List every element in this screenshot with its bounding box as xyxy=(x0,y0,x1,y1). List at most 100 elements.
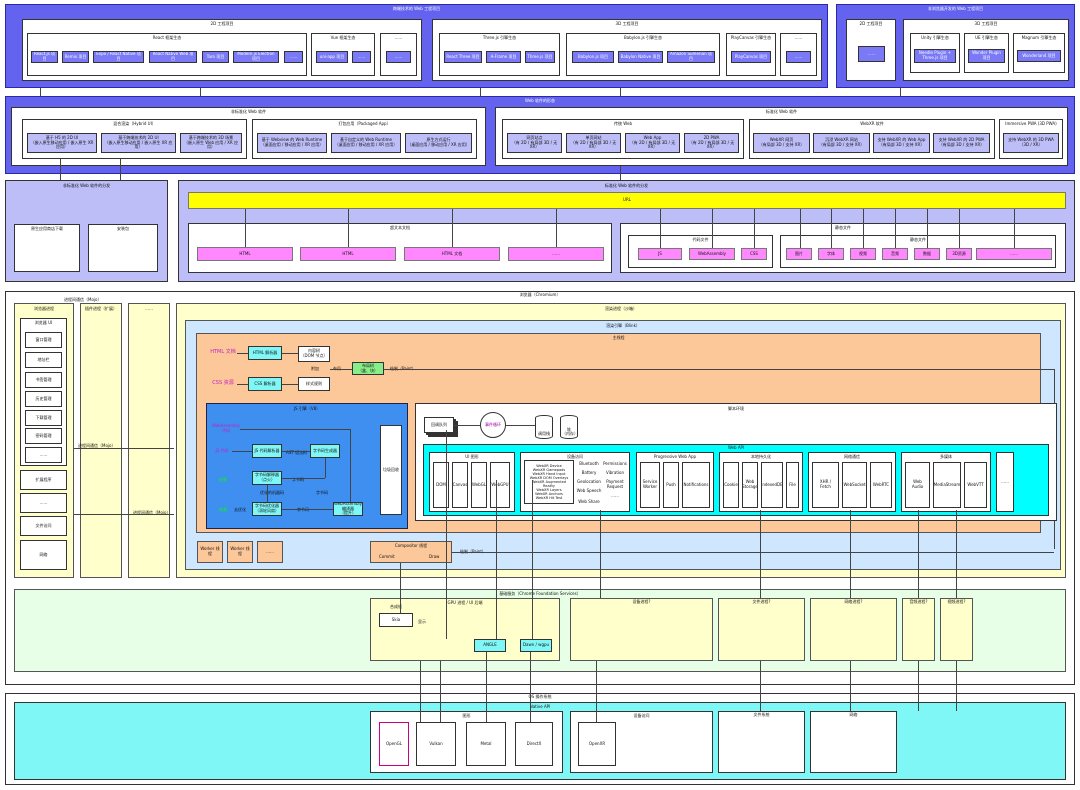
device-process[interactable]: 设备进程? xyxy=(570,598,713,661)
graphics-api[interactable]: Vulkan xyxy=(416,722,456,766)
device-api[interactable]: …… xyxy=(611,493,619,498)
more-web-api[interactable]: …… xyxy=(996,452,1014,512)
device-api[interactable]: Web Share xyxy=(578,499,600,504)
file-process[interactable]: 文件进程? xyxy=(718,598,805,661)
hybrid-item[interactable]: 基于跨端技术的 2D UI （嵌入原生移动应用 / 嵌入原生 XR 应用） xyxy=(101,133,176,153)
html-parser[interactable]: HTML 解析器 xyxy=(248,346,282,360)
packaged-item[interactable]: 原生方式运行 （桌面应用 / 移动应用 / XR 应用） xyxy=(405,133,472,153)
three-item[interactable]: React Three 项目 xyxy=(444,51,482,63)
device-api[interactable]: Geolocation xyxy=(577,479,601,484)
code-file-wasm[interactable]: WebAssembly xyxy=(689,248,735,260)
code-file-js[interactable]: JS xyxy=(638,248,682,260)
react-item[interactable]: Expo / React Native 项目 xyxy=(93,51,144,63)
babylon-item[interactable]: Babylon.js 项目 xyxy=(572,51,614,63)
browser-ui-item[interactable]: 密码管理 xyxy=(25,428,62,444)
device-api[interactable]: Battery xyxy=(581,470,597,475)
browser-ui-item[interactable]: 下载管理 xyxy=(25,410,62,426)
app-store-download[interactable]: 原生应用商店下载 xyxy=(14,224,80,272)
installer-package[interactable]: 安装包 xyxy=(88,224,158,272)
network-item[interactable]: 网络 xyxy=(20,540,67,570)
angle[interactable]: ANGLE xyxy=(474,639,506,652)
three-item[interactable]: Three.js 项目 xyxy=(525,51,555,63)
device-api[interactable]: Payment Request xyxy=(606,479,624,489)
device-api[interactable]: Bluetooth xyxy=(579,461,599,466)
hypertext-item[interactable]: …… xyxy=(508,247,604,261)
media-api-item[interactable]: MediaStream xyxy=(933,462,961,508)
unity-item[interactable]: Needle Plugin + Three.js 项目 xyxy=(914,49,956,63)
hypertext-item[interactable]: HTML 文档 xyxy=(404,247,500,261)
storage-api-item[interactable]: Cookie xyxy=(723,462,739,508)
media-api-item[interactable]: WebVTT xyxy=(964,462,987,508)
react-item[interactable]: Modern.js Electron 项目 xyxy=(233,51,279,63)
webxr-item[interactable]: WebXR 网页 （有局部 3D / 支持 XR） xyxy=(753,133,810,153)
react-item[interactable]: Taro 项目 xyxy=(202,51,229,63)
ui-api-item[interactable]: WebGL xyxy=(471,462,487,508)
resource-item[interactable]: 字体 xyxy=(818,248,844,260)
react-item[interactable]: React.js 项目 xyxy=(31,51,58,63)
worker-thread[interactable]: Worker 线程 xyxy=(197,541,223,563)
hybrid-item[interactable]: 基于跨端技术的 3D 场景 （嵌入原生 Web 应用 / XR 应用） xyxy=(180,133,242,153)
media-api-item[interactable]: Web Audio xyxy=(905,462,930,508)
garbage-collector[interactable]: 垃圾回收 xyxy=(380,425,402,515)
bytecode-interpreter[interactable]: 字节码解释器 （点火） xyxy=(252,471,282,485)
react-item[interactable]: …… xyxy=(284,51,303,63)
immersive-pwa-item[interactable]: 支持 WebXR 的 3D PWA （3D / XR） xyxy=(1003,133,1059,153)
net-api-item[interactable]: WebRTC xyxy=(870,462,892,508)
traditional-web-item[interactable]: 2D PWA （有 2D / 有局部 3D / 无 XR） xyxy=(684,133,739,153)
url-bar[interactable]: URL xyxy=(188,192,1066,209)
hybrid-item[interactable]: 基于 H5 的 2D UI （嵌入原生移动应用 / 嵌入原生 XR 应用） xyxy=(27,133,97,153)
nb-2d-item[interactable]: …… xyxy=(858,46,885,62)
vue-item[interactable]: uni-app 项目 xyxy=(316,51,348,63)
bytecode-optimizer[interactable]: 字节码优化器 （涡轮风扇） xyxy=(252,502,282,516)
graphics-api[interactable]: DirectX xyxy=(515,722,553,766)
device-api[interactable]: Permissions xyxy=(603,461,627,466)
event-loop[interactable]: 事件循环 xyxy=(480,412,506,438)
graphics-api[interactable]: OpenGL xyxy=(379,722,409,766)
packaged-item[interactable]: 基于 Webview 的 Web Runtime （桌面应用 / 移动应用 / … xyxy=(257,133,327,153)
browser-ui-item[interactable]: 书签管理 xyxy=(25,372,62,388)
resource-item[interactable]: 数据 xyxy=(914,248,940,260)
pwa-api-item[interactable]: Service Worker xyxy=(640,462,660,508)
wasm-compiler[interactable]: WebAssembly 编译器 （提升） xyxy=(333,502,363,516)
magnum-item[interactable]: Wonderland 项目 xyxy=(1017,50,1061,62)
dawn-wgpu[interactable]: Dawn / wgpu xyxy=(520,639,552,652)
os-network[interactable]: 网络 xyxy=(810,711,897,773)
resource-item[interactable]: 音频 xyxy=(882,248,908,260)
net-api-item[interactable]: WebSocket xyxy=(842,462,867,508)
pwa-api-item[interactable]: Push xyxy=(663,462,679,508)
code-file-css[interactable]: CSS xyxy=(741,248,767,260)
webxr-item[interactable]: 沉浸 WebXR 网站 （有局部 3D / 支持 XR） xyxy=(813,133,870,153)
traditional-web-item[interactable]: Web App （有 2D / 有局部 3D / 无 XR） xyxy=(625,133,680,153)
more-2d-item[interactable]: …… xyxy=(386,51,411,63)
ui-api-item[interactable]: WebGPU xyxy=(490,462,510,508)
bytecode-generator[interactable]: 字节码生成器 xyxy=(310,444,340,458)
react-item[interactable]: Remix 项目 xyxy=(62,51,89,63)
browser-ui-item[interactable]: …… xyxy=(25,447,62,463)
worker-thread[interactable]: …… xyxy=(257,541,283,563)
css-parser[interactable]: CSS 解析器 xyxy=(248,377,282,391)
worker-thread[interactable]: Worker 线程 xyxy=(227,541,253,563)
device-api[interactable]: Vibration xyxy=(605,470,625,475)
storage-api-item[interactable]: Web Storage xyxy=(742,462,758,508)
skia[interactable]: Skia xyxy=(379,613,413,627)
browser-more-item[interactable]: …… xyxy=(20,493,67,513)
playcanvas-item[interactable]: PlayCanvas 项目 xyxy=(731,51,771,63)
packaged-item[interactable]: 基于自定义的 Web Runtime （桌面应用 / 移动应用 / XR 应用） xyxy=(331,133,401,153)
traditional-web-item[interactable]: 网页站点 （有 2D / 有局部 3D / 无 XR） xyxy=(507,133,562,153)
network-process[interactable]: 网络进程? xyxy=(810,598,897,661)
resource-item[interactable]: 3D资源 xyxy=(946,248,972,260)
webxr-item[interactable]: 支持 WebXR 的 2D PWA （有局部 3D / 支持 XR） xyxy=(933,133,990,153)
hypertext-item[interactable]: HTML xyxy=(300,247,396,261)
net-api-item[interactable]: XHR / Fetch xyxy=(812,462,839,508)
ui-api-item[interactable]: DOM xyxy=(433,462,449,508)
traditional-web-item[interactable]: 单页网站 （有 2D / 有局部 3D / 无 XR） xyxy=(566,133,621,153)
device-api[interactable]: Web Speech xyxy=(576,488,602,493)
vue-item[interactable]: …… xyxy=(352,51,371,63)
three-item[interactable]: A-Frame 项目 xyxy=(486,51,521,63)
hypertext-item[interactable]: HTML xyxy=(197,247,293,261)
babylon-item[interactable]: Babylon Native 项目 xyxy=(618,51,663,63)
browser-ui-item[interactable]: 窗口管理 xyxy=(25,332,62,348)
more-3d-item[interactable]: …… xyxy=(786,51,811,63)
os-file-system[interactable]: 文件系统 xyxy=(718,711,805,773)
resource-item[interactable]: …… xyxy=(976,248,1052,260)
